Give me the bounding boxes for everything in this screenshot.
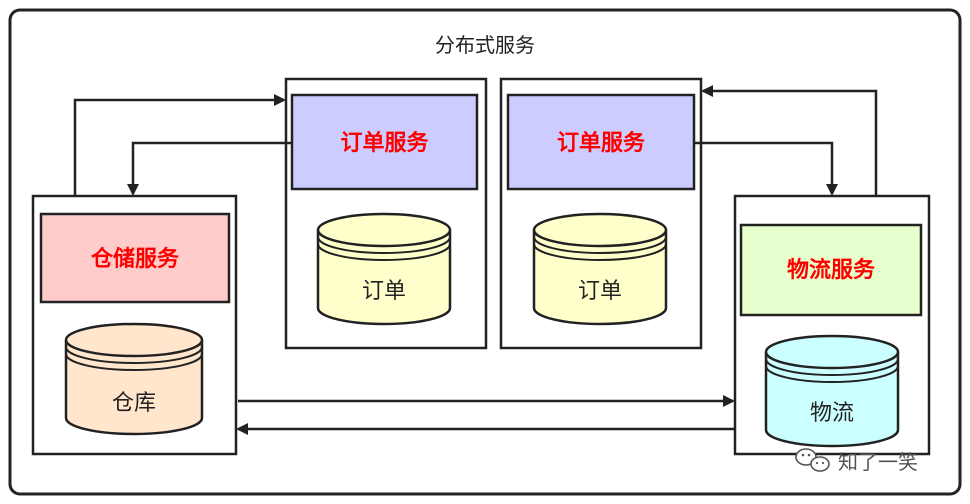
arrow-logistics-to-order [701, 85, 878, 196]
order-database-1: 订单 [316, 212, 452, 326]
logistics-service-label: 物流服务 [787, 257, 876, 283]
storage-database-label: 仓库 [112, 391, 156, 416]
order-service-box-1 [290, 93, 479, 191]
order-service-box-2 [506, 93, 696, 191]
watermark-text: 知了一笑 [838, 450, 918, 474]
watermark: 知了一笑 [795, 448, 918, 474]
storage-service-label: 仓储服务 [90, 246, 180, 272]
arrow-order-to-storage [127, 141, 292, 196]
logistics-database-label: 物流 [810, 401, 854, 426]
arrow-storage-to-order [73, 94, 286, 196]
order-service-label-1: 订单服务 [340, 131, 429, 156]
order-database-label-1: 订单 [362, 279, 406, 304]
order-database-2: 订单 [532, 212, 668, 326]
wechat-icon [795, 448, 830, 472]
arrow-order-to-logistics [694, 141, 838, 196]
order-database-label-2: 订单 [578, 279, 622, 304]
logistics-service-box [739, 223, 923, 317]
logistics-database: 物流 [764, 334, 900, 448]
order-service-label-2: 订单服务 [557, 131, 646, 156]
storage-service-box [39, 212, 231, 304]
diagram-title: 分布式服务 [435, 33, 535, 57]
storage-database: 仓库 [64, 322, 204, 436]
